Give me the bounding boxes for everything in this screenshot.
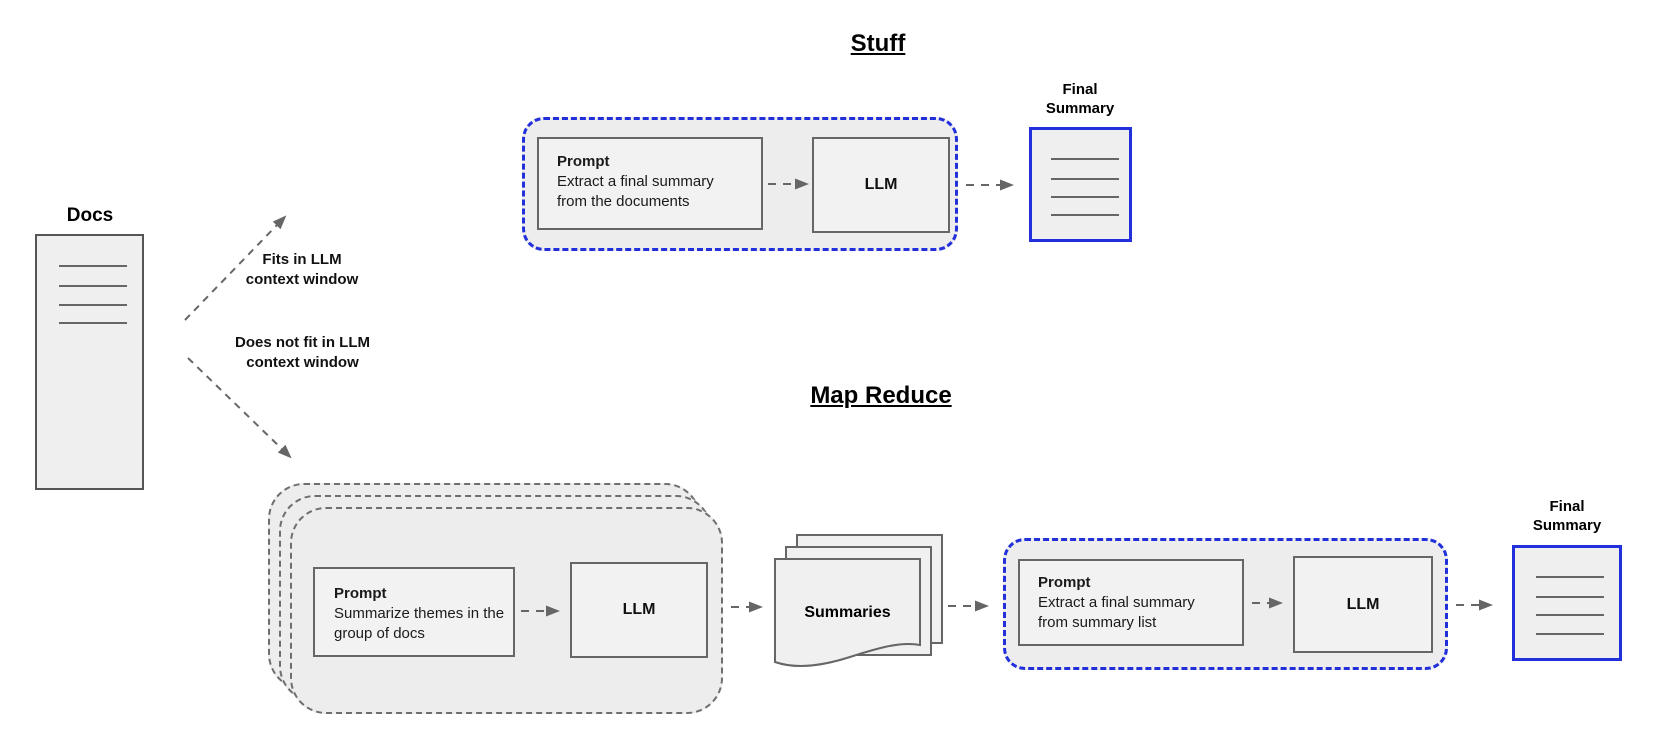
map-llm-label: LLM [622,601,656,618]
summaries-page-middle [785,546,932,656]
not-fit-branch-label: Does not fit in LLM context window [235,334,370,371]
summaries-pages [774,534,943,668]
stuff-prompt-box: Prompt Extract a final summary from the … [537,137,763,230]
doc-text-line [59,285,127,287]
reduce-prompt-title: Prompt [1038,574,1091,591]
doc-text-line [1536,596,1604,598]
stuff-llm-box: LLM [812,137,950,233]
docs-label: Docs [66,205,114,226]
stuff-prompt-body: Extract a final summary from the documen… [557,173,714,210]
reduce-llm-box: LLM [1293,556,1433,653]
map-prompt-box: Prompt Summarize themes in the group of … [313,567,515,657]
docs-document [35,234,144,490]
doc-text-line [1536,633,1604,635]
map-reduce-final-summary-document [1512,545,1622,661]
doc-text-line [1051,196,1119,198]
reduce-prompt-body: Extract a final summary from summary lis… [1038,594,1195,631]
doc-text-line [1536,614,1604,616]
reduce-llm-label: LLM [1346,595,1380,613]
doc-text-line [1051,178,1119,180]
doc-text-line [59,322,127,324]
stuff-final-summary-document [1029,127,1132,242]
doc-text-line [1536,576,1604,578]
map-llm-box: LLM [570,562,708,658]
doc-text-line [1051,158,1119,160]
map-reduce-final-summary-label: Final Summary [1532,498,1602,534]
doc-text-line [59,304,127,306]
stuff-llm-label: LLM [864,176,898,193]
summaries-label: Summaries [804,604,891,621]
fits-branch-label: Fits in LLM context window [245,251,359,288]
stuff-final-summary-label: Final Summary [1045,81,1115,117]
reduce-prompt-box: Prompt Extract a final summary from summ… [1018,559,1244,646]
map-prompt-body: Summarize themes in the group of docs [334,605,505,642]
stuff-title: Stuff [850,30,906,57]
stuff-prompt-title: Prompt [557,153,610,170]
doc-text-line [59,265,127,267]
map-prompt-title: Prompt [334,585,387,602]
doc-text-line [1051,214,1119,216]
summaries-page-back [796,534,943,644]
map-reduce-title: Map Reduce [810,382,952,409]
